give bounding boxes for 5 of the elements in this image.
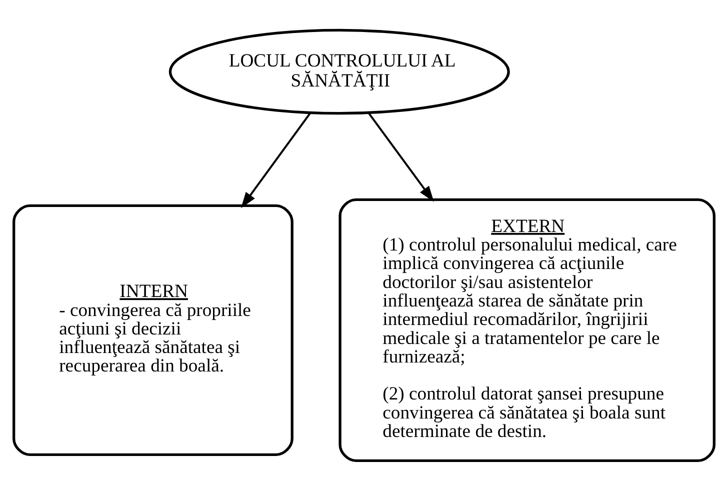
arrow [240, 112, 312, 208]
node-ellipse: LOCUL CONTROLULUI AL SĂNĂTĂŢII [168, 28, 510, 114]
node-box: EXTERN (1) controlul personalului medical, care implică convingerea că acţiunile doctorilor şi/sau asistentelor influenţează starea de sănătate prin intermediul recomadărilor, îngrijirii medicale şi a tratamentelor pe care le furnizează; (2) controlul datorat şansei presupune convingerea că sănătatea şi boala sunt determinate de destin. [338, 198, 716, 462]
node-box: INTERN - convingerea că propriile acţiuni şi decizii influenţează sănătatea şi recuperarea din boală. [12, 204, 294, 456]
arrow [368, 112, 434, 202]
